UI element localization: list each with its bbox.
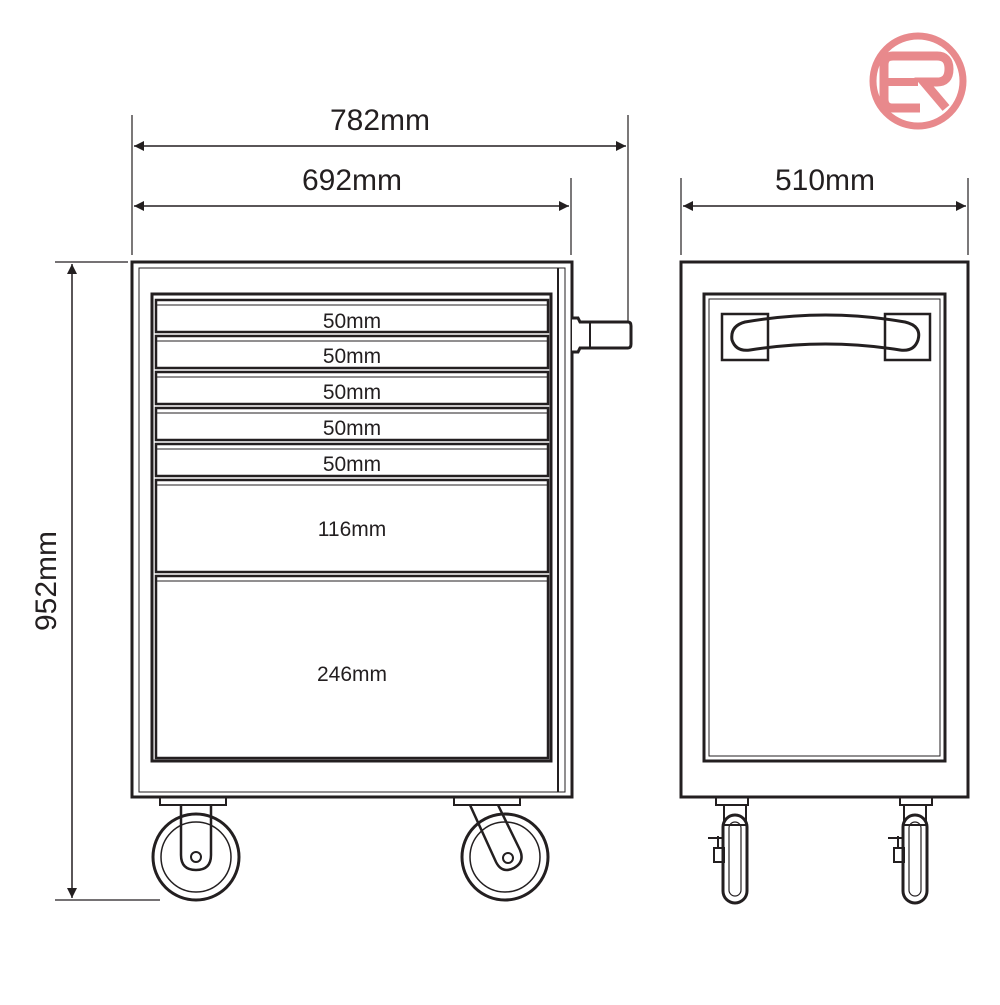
drawer-4: 50mm (154, 406, 550, 442)
front-view: 50mm 50mm 50mm 50mm 50mm 116mm (130, 260, 633, 902)
drawer-3-label: 50mm (323, 381, 381, 404)
drawer-5-label: 50mm (323, 453, 381, 476)
drawer-2-label: 50mm (323, 345, 381, 368)
body-width-dimension: 692mm (134, 164, 572, 255)
drawer-6: 116mm (154, 478, 550, 574)
drawer-7-label: 246mm (317, 663, 387, 686)
drawer-7: 246mm (154, 574, 550, 760)
depth-dimension: 510mm (680, 164, 969, 255)
side-handle (572, 316, 633, 354)
front-left-caster (151, 805, 241, 902)
height-dimension: 952mm (30, 261, 160, 901)
height-label: 952mm (30, 531, 63, 631)
body-width-label: 692mm (302, 164, 402, 197)
drawer-6-label: 116mm (318, 518, 386, 541)
drawer-1: 50mm (154, 298, 550, 334)
side-right-caster (888, 804, 929, 905)
depth-label: 510mm (775, 164, 875, 197)
drawer-5: 50mm (154, 442, 550, 478)
front-right-caster (460, 804, 550, 902)
drawer-3: 50mm (154, 370, 550, 406)
drawer-1-label: 50mm (323, 310, 381, 333)
drawer-2: 50mm (154, 334, 550, 370)
overall-width-dimension: 782mm (131, 104, 629, 330)
drawer-4-label: 50mm (323, 417, 381, 440)
side-view (679, 260, 970, 905)
side-top-handle (720, 312, 932, 362)
cr-logo (869, 32, 967, 130)
overall-width-label: 782mm (330, 104, 430, 137)
side-left-caster (708, 804, 749, 905)
